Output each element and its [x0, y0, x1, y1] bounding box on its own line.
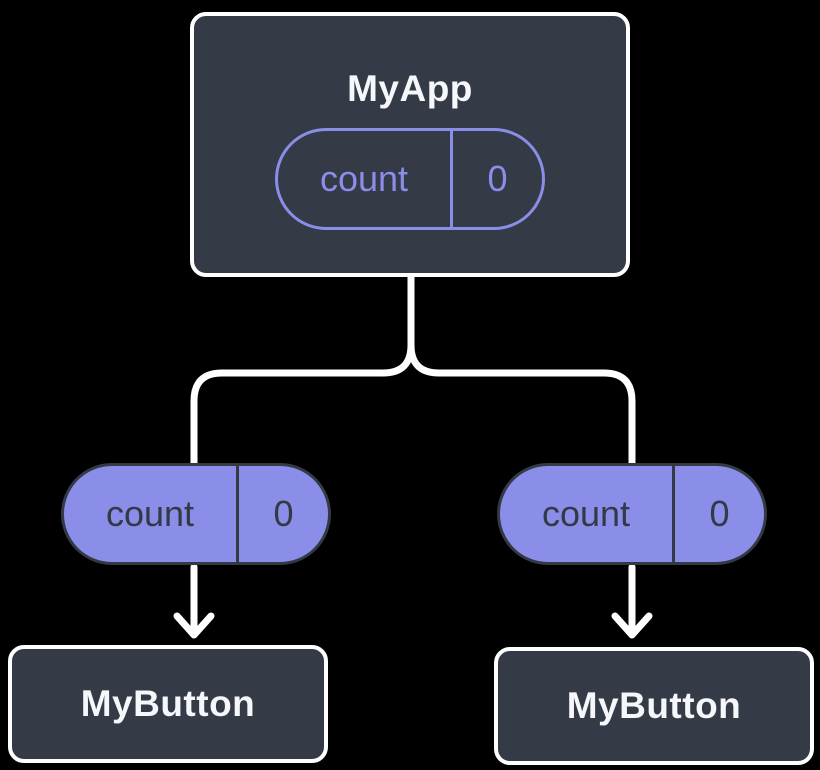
- child-component-title: MyButton: [80, 683, 256, 724]
- root-state-pill: count 0: [275, 128, 545, 230]
- prop-value-label: 0: [273, 493, 294, 534]
- prop-pill-left: count 0: [61, 463, 331, 565]
- arrow-down-icon: [173, 563, 215, 639]
- pill-divider: [450, 131, 453, 227]
- state-name-label: count: [319, 158, 409, 199]
- prop-name-label: count: [105, 493, 195, 534]
- root-component-card: MyApp: [190, 12, 630, 277]
- state-value-label: 0: [487, 158, 508, 199]
- branch-right-line: [407, 277, 636, 463]
- root-component-title: MyApp: [347, 68, 473, 109]
- child-component-card-right: MyButton: [494, 647, 814, 765]
- prop-name-label: count: [541, 493, 631, 534]
- prop-value-label: 0: [709, 493, 730, 534]
- branch-left-line: [190, 277, 415, 463]
- child-component-card-left: MyButton: [8, 645, 328, 763]
- prop-pill-right: count 0: [497, 463, 767, 565]
- child-component-title: MyButton: [566, 685, 742, 726]
- pill-divider: [236, 466, 239, 562]
- arrow-down-icon: [611, 563, 653, 639]
- pill-divider: [672, 466, 675, 562]
